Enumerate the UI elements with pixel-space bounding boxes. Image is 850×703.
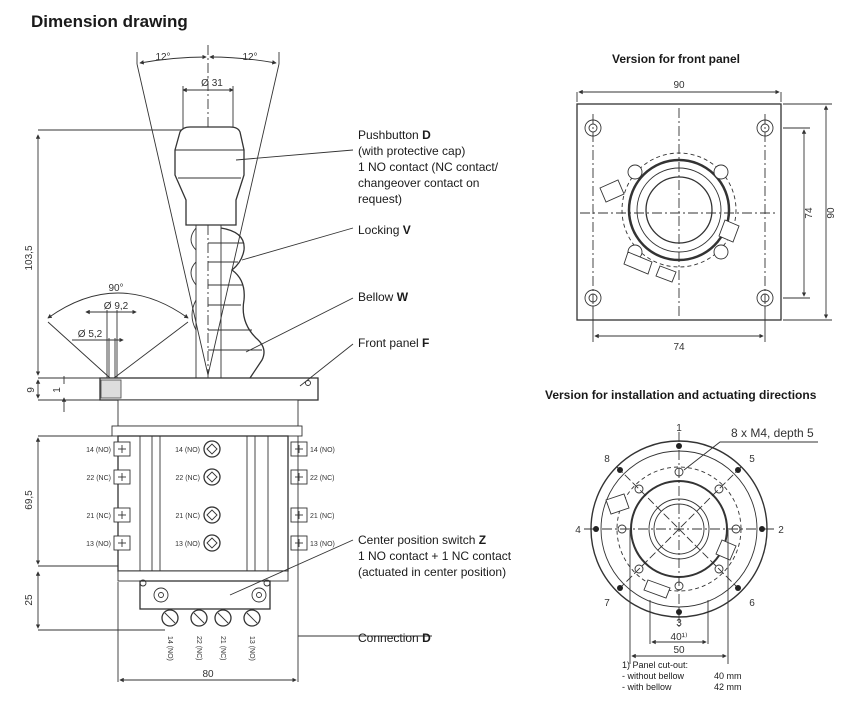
connector-4: 13 (NO) <box>248 636 255 661</box>
contact-blocks-right <box>290 441 308 551</box>
height-label: 103,5 <box>24 245 35 270</box>
angle-left-label: 12° <box>155 52 170 63</box>
front-dim-top: 90 <box>673 80 685 91</box>
contact-blocks-mid <box>203 440 221 552</box>
contact-mid-3: 21 (NC) <box>175 513 200 520</box>
width-80-label: 80 <box>202 669 214 680</box>
dir-7: 7 <box>604 598 610 609</box>
dim-25-label: 25 <box>24 594 35 606</box>
connection-label: Connection D <box>358 631 431 645</box>
contact-left-3: 21 (NC) <box>86 513 111 520</box>
locking-label: Locking V <box>358 223 411 237</box>
front-dim-bottom: 74 <box>673 342 685 353</box>
front-panel-view <box>576 89 832 342</box>
side-view <box>35 45 432 683</box>
direction-markers <box>593 443 765 615</box>
front-dim-right-inner: 74 <box>804 207 815 219</box>
bellow-label: Bellow W <box>358 290 409 304</box>
install-title: Version for installation and actuating d… <box>545 388 817 402</box>
front-panel-label: Front panel F <box>358 336 430 350</box>
dir-8: 8 <box>604 454 610 465</box>
page-title: Dimension drawing <box>31 12 188 31</box>
pushbutton-label: Pushbutton D (with protective cap) 1 NO … <box>358 128 499 206</box>
front-panel-title: Version for front panel <box>612 52 741 66</box>
connector-1: 14 (NO) <box>166 636 173 661</box>
dim-1-label: 1 <box>52 387 63 393</box>
angle-90-label: 90° <box>108 283 123 294</box>
center-switch-label: Center position switch Z 1 NO contact + … <box>358 533 512 579</box>
dir-1: 1 <box>676 423 682 434</box>
angle-right-label: 12° <box>242 52 257 63</box>
contact-mid-4: 13 (NO) <box>175 541 200 548</box>
connector-3: 21 (NC) <box>219 636 226 661</box>
contact-right-4: 13 (NO) <box>310 541 335 548</box>
screw-holes <box>617 467 741 591</box>
contact-left-1: 14 (NO) <box>86 447 111 454</box>
contact-right-2: 22 (NC) <box>310 475 335 482</box>
dir-3: 3 <box>676 618 682 629</box>
contact-left-4: 13 (NO) <box>86 541 111 548</box>
dir-5: 5 <box>749 454 755 465</box>
connector-2: 22 (NC) <box>195 636 202 661</box>
contact-mid-2: 22 (NC) <box>175 475 200 482</box>
bottom-connectors <box>161 609 261 627</box>
dia-top-label: Ø 31 <box>201 78 223 89</box>
dim-9-label: 9 <box>26 387 37 393</box>
contact-blocks-left <box>113 441 131 551</box>
install-view <box>584 432 818 664</box>
dia-9-2-label: Ø 9,2 <box>104 301 129 312</box>
dir-2: 2 <box>778 525 784 536</box>
contact-left-2: 22 (NC) <box>86 475 111 482</box>
front-dim-right-outer: 90 <box>826 207 837 219</box>
install-dim-40: 40¹⁾ <box>671 632 688 643</box>
contact-right-1: 14 (NO) <box>310 447 335 454</box>
screws-label: 8 x M4, depth 5 <box>731 426 814 440</box>
dir-6: 6 <box>749 598 755 609</box>
contact-mid-1: 14 (NO) <box>175 447 200 454</box>
dir-4: 4 <box>575 525 581 536</box>
install-dim-50: 50 <box>673 645 685 656</box>
contact-right-3: 21 (NC) <box>310 513 335 520</box>
dia-5-2-label: Ø 5,2 <box>78 329 103 340</box>
dim-69-5-label: 69,5 <box>24 490 35 510</box>
